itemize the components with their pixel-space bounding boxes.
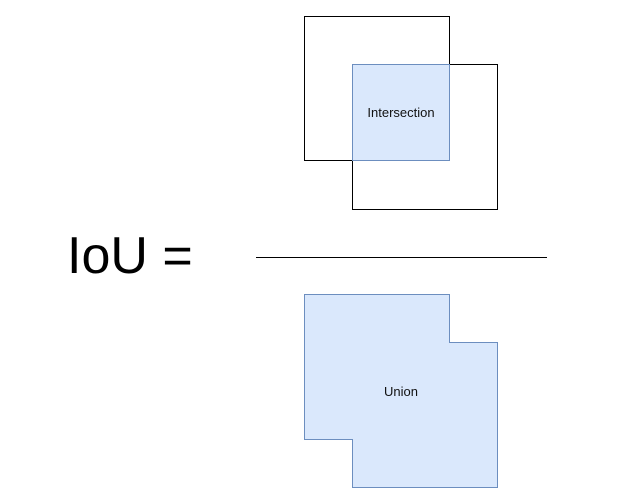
union-region — [304, 294, 498, 488]
equation-lhs: IoU = — [67, 227, 193, 285]
intersection-region — [352, 64, 450, 161]
denominator-group: Union — [304, 294, 498, 488]
numerator-group: Intersection — [304, 16, 498, 210]
union-label: Union — [384, 384, 418, 399]
intersection-label: Intersection — [367, 105, 434, 120]
